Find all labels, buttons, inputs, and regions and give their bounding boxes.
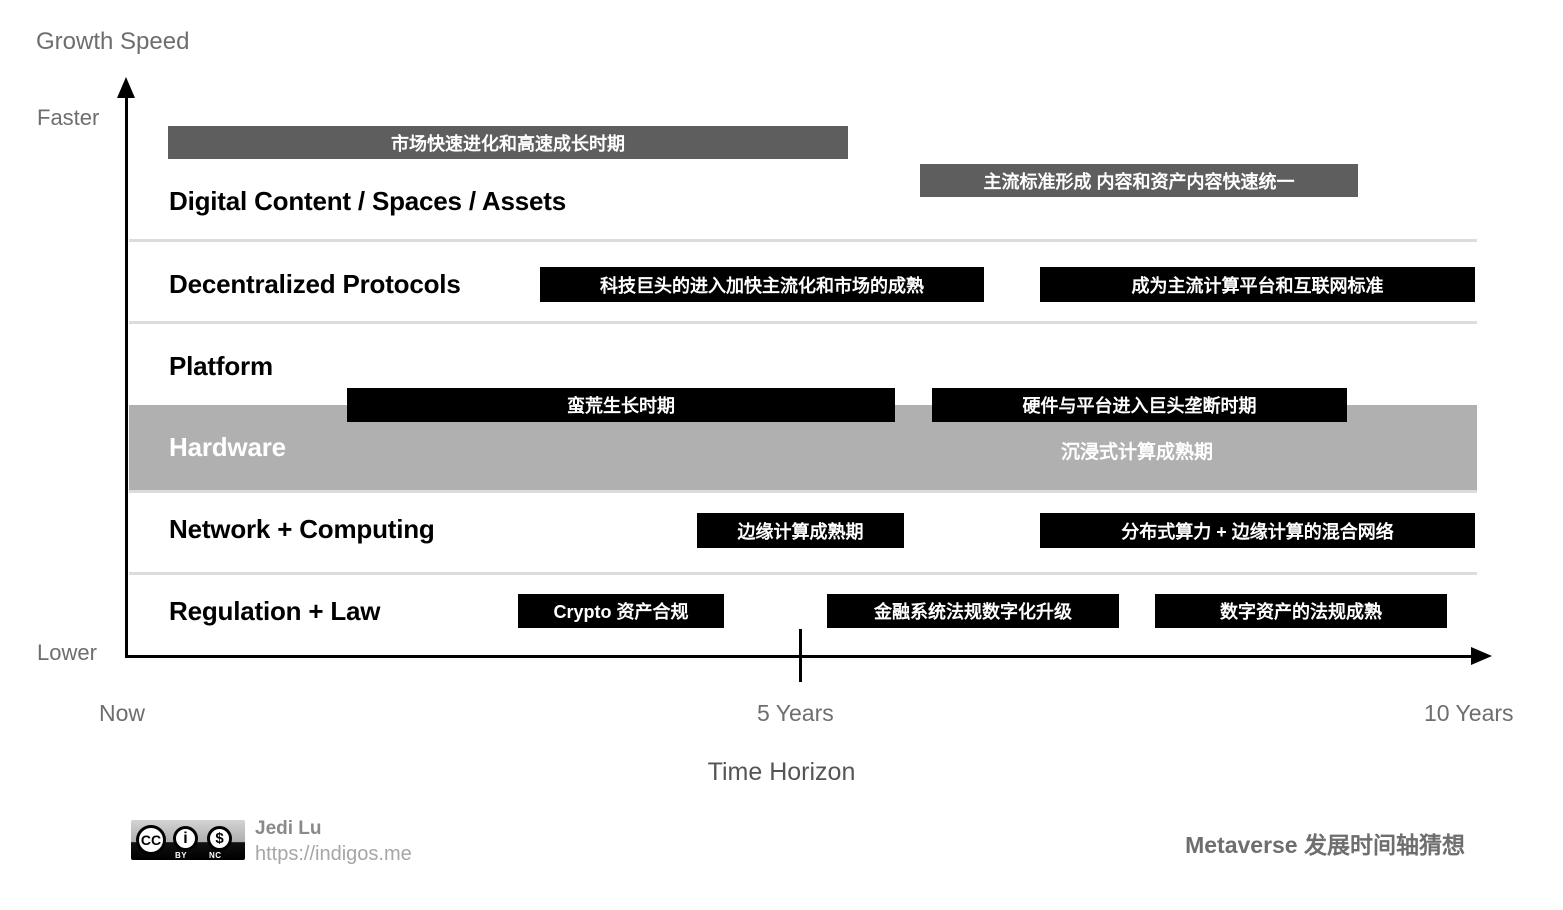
y-axis-line — [125, 95, 128, 658]
bar-hardware-platform-monopoly[interactable]: 硬件与平台进入巨头垄断时期 — [932, 388, 1347, 422]
bar-wild-growth-period[interactable]: 蛮荒生长时期 — [347, 388, 895, 422]
bar-financial-regulation-digitization[interactable]: 金融系统法规数字化升级 — [827, 594, 1119, 628]
footer-chart-title: Metaverse 发展时间轴猜想 — [1185, 832, 1465, 858]
bar-mainstream-standard[interactable]: 主流标准形成 内容和资产内容快速统一 — [920, 164, 1358, 197]
x-axis-midpoint-tick — [799, 629, 802, 682]
cc-logo-icon: CC — [136, 825, 166, 855]
cc-by-tag-label: BY — [175, 851, 188, 860]
bar-market-fast-evolution[interactable]: 市场快速进化和高速成长时期 — [168, 126, 848, 159]
y-axis-title: Growth Speed — [36, 28, 190, 55]
row-label-decentralized-protocols: Decentralized Protocols — [169, 269, 461, 299]
row-label-hardware: Hardware — [169, 432, 286, 462]
row-label-digital-content: Digital Content / Spaces / Assets — [169, 186, 566, 216]
band-note-immersive-computing: 沉浸式计算成熟期 — [1061, 442, 1214, 463]
creative-commons-license-badge[interactable]: CC i $ BY NC — [131, 820, 245, 860]
x-tick-5-years: 5 Years — [757, 700, 834, 726]
cc-by-icon: i — [173, 826, 198, 851]
bar-distributed-edge-hybrid-network[interactable]: 分布式算力 + 边缘计算的混合网络 — [1040, 513, 1475, 548]
row-divider-2 — [129, 321, 1477, 324]
bar-tech-giants-entry[interactable]: 科技巨头的进入加快主流化和市场的成熟 — [540, 267, 984, 302]
row-label-platform: Platform — [169, 351, 273, 381]
author-url-link[interactable]: https://indigos.me — [255, 843, 412, 865]
row-label-regulation-law: Regulation + Law — [169, 596, 381, 626]
x-axis-arrow-icon — [1471, 647, 1492, 665]
cc-nc-icon: $ — [207, 826, 232, 851]
x-tick-10-years: 10 Years — [1424, 700, 1514, 726]
x-axis-title: Time Horizon — [707, 758, 856, 786]
bar-digital-asset-regulation-maturity[interactable]: 数字资产的法规成熟 — [1155, 594, 1447, 628]
x-tick-now: Now — [99, 700, 146, 726]
bar-edge-computing-maturity[interactable]: 边缘计算成熟期 — [697, 513, 904, 548]
bar-crypto-asset-compliance[interactable]: Crypto 资产合规 — [518, 594, 724, 628]
cc-nc-tag-label: NC — [209, 851, 222, 860]
row-label-network-computing: Network + Computing — [169, 514, 435, 544]
bar-mainstream-compute-platform[interactable]: 成为主流计算平台和互联网标准 — [1040, 267, 1475, 302]
row-divider-4 — [129, 572, 1477, 575]
row-divider-1 — [129, 239, 1477, 242]
y-axis-label-lower: Lower — [37, 640, 97, 665]
y-axis-arrow-icon — [117, 77, 135, 98]
row-divider-3 — [129, 490, 1477, 493]
author-name: Jedi Lu — [255, 818, 322, 839]
y-axis-label-faster: Faster — [37, 105, 100, 130]
